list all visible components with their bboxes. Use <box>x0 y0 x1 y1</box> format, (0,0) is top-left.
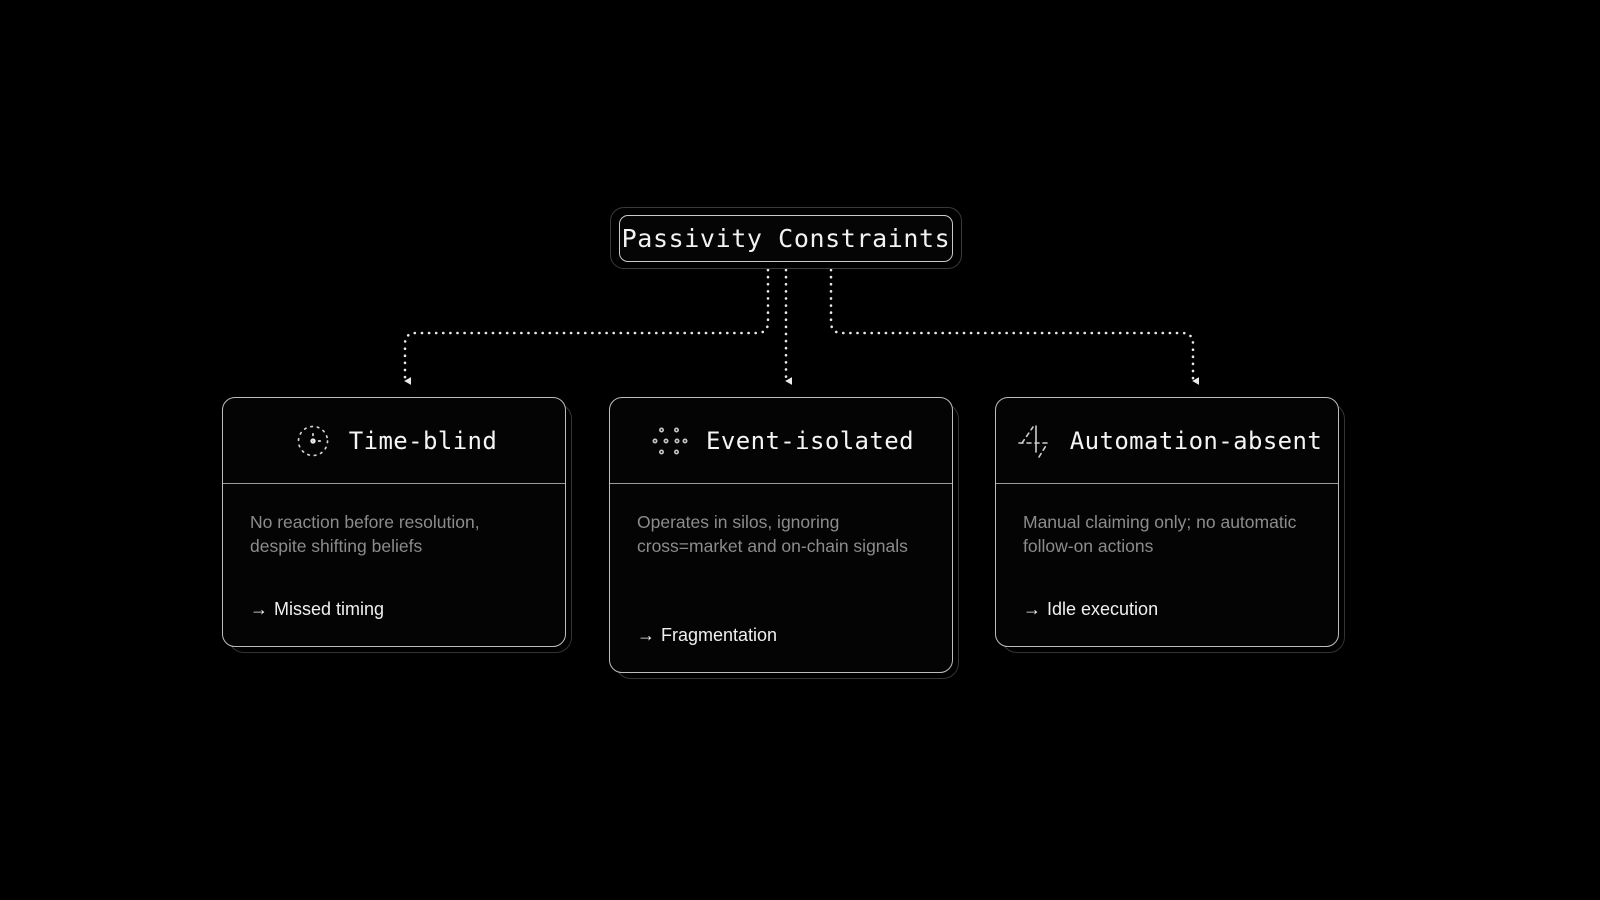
card-outcome: → Fragmentation <box>610 625 952 672</box>
node-card-event-isolated[interactable]: Event-isolated Operates in silos, ignori… <box>609 397 959 679</box>
card-header: Automation-absent <box>996 398 1338 484</box>
card-description: Operates in silos, ignoring cross=market… <box>637 512 908 556</box>
clock-dotted-icon <box>291 419 335 463</box>
card-title: Event-isolated <box>706 426 914 455</box>
edge-root-to-time-blind <box>403 268 770 385</box>
card-title: Time-blind <box>348 426 498 455</box>
card-outcome-label: Missed timing <box>274 599 385 619</box>
card-outcome-label: Idle execution <box>1047 599 1159 619</box>
card-outcome-label: Fragmentation <box>661 625 778 645</box>
card-body: Time-blind No reaction before resolution… <box>222 397 566 647</box>
root-node-inner-border: Passivity Constraints <box>619 215 953 262</box>
card-description: No reaction before resolution, despite s… <box>250 512 480 556</box>
card-outcome: → Idle execution <box>996 599 1338 646</box>
card-description: Manual claiming only; no automatic follo… <box>1023 512 1297 556</box>
root-node-label: Passivity Constraints <box>621 224 951 253</box>
arrow-right-icon: → <box>1023 599 1041 619</box>
scattered-nodes-icon <box>648 419 692 463</box>
card-body: Automation-absent Manual claiming only; … <box>995 397 1339 647</box>
root-node[interactable]: Passivity Constraints <box>610 207 962 269</box>
card-content: Manual claiming only; no automatic follo… <box>996 484 1338 599</box>
arrow-right-icon: → <box>637 625 655 645</box>
node-card-automation-absent[interactable]: Automation-absent Manual claiming only; … <box>995 397 1345 653</box>
card-body: Event-isolated Operates in silos, ignori… <box>609 397 953 673</box>
card-content: Operates in silos, ignoring cross=market… <box>610 484 952 625</box>
card-title: Automation-absent <box>1069 426 1323 455</box>
arrow-right-icon: → <box>250 599 268 619</box>
card-header: Time-blind <box>223 398 565 484</box>
crossed-axes-dashed-icon <box>1012 419 1056 463</box>
node-card-time-blind[interactable]: Time-blind No reaction before resolution… <box>222 397 572 653</box>
card-header: Event-isolated <box>610 398 952 484</box>
edge-root-to-automation-absent <box>829 268 1200 385</box>
card-content: No reaction before resolution, despite s… <box>223 484 565 599</box>
card-outcome: → Missed timing <box>223 599 565 646</box>
